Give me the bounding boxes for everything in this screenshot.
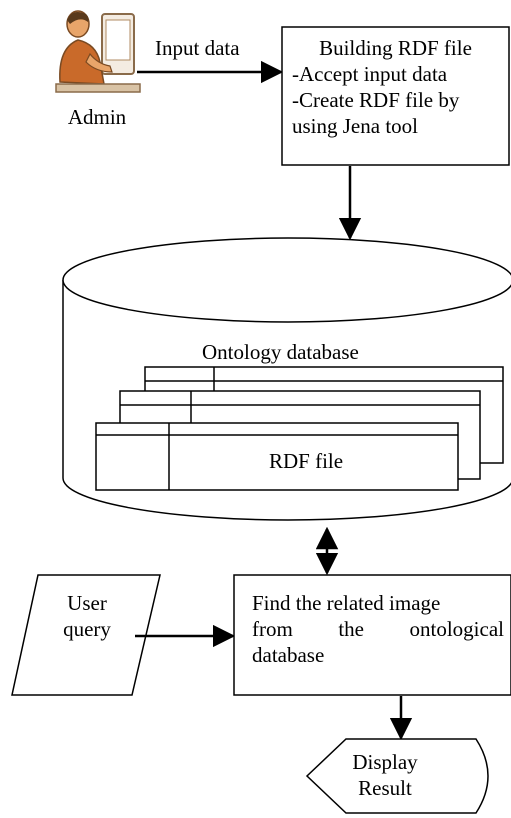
- user-query-parallelogram: [11, 574, 161, 696]
- user-query-line1: User: [67, 591, 107, 615]
- find-box-line2: from the ontological: [252, 617, 504, 641]
- building-rdf-line2: -Create RDF file by: [292, 88, 460, 112]
- display-result-line1: Display: [352, 750, 418, 774]
- find-related-image-box: [233, 574, 511, 696]
- find-box-line3: database: [252, 643, 325, 667]
- building-rdf-line3: using Jena tool: [292, 114, 418, 138]
- building-rdf-file-box: [281, 26, 510, 166]
- building-rdf-title: Building RDF file: [319, 36, 472, 60]
- rdf-file-stack-front: [95, 422, 459, 491]
- admin-label: Admin: [67, 105, 127, 129]
- display-result-shape: [305, 738, 489, 814]
- display-result-line2: Result: [358, 776, 412, 800]
- person-at-computer-icon: [55, 10, 141, 93]
- rdf-file-label: RDF file: [269, 449, 344, 473]
- ontology-database-label: Ontology database: [202, 340, 359, 364]
- building-rdf-line1: -Accept input data: [292, 62, 448, 86]
- input-data-label: Input data: [155, 36, 240, 60]
- find-box-line1: Find the related image: [252, 591, 441, 615]
- user-query-line2: query: [63, 617, 111, 641]
